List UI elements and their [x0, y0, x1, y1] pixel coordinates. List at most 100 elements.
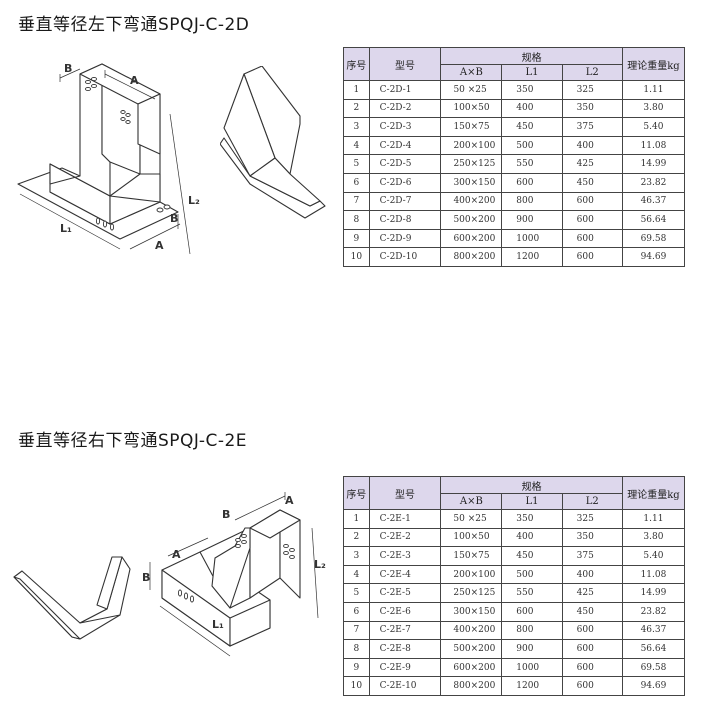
dim-label-a-top: A	[130, 74, 139, 87]
row-no: 4	[343, 564, 370, 585]
row-l2: 600	[561, 210, 623, 230]
row-no: 4	[343, 135, 370, 156]
dim-label-b-side: B	[170, 212, 178, 225]
row-no: 2	[343, 98, 370, 119]
row-no: 5	[343, 154, 370, 174]
right-bend-dimension-drawing: A B L₂ A B L₁	[142, 492, 326, 657]
dim-label-l1: L₁	[212, 618, 224, 631]
row-axb: 400×200	[440, 620, 503, 641]
row-model: C-2D-3	[368, 117, 442, 137]
header-l2: L2	[561, 64, 623, 81]
row-l1: 1200	[501, 676, 563, 696]
row-weight: 1.11	[621, 509, 686, 529]
row-l1: 800	[501, 620, 563, 641]
row-no: 9	[343, 657, 370, 678]
row-axb: 250×125	[440, 154, 503, 174]
dim-label-b-left: B	[142, 571, 150, 584]
row-no: 1	[343, 509, 370, 529]
row-model: C-2E-7	[368, 620, 442, 641]
row-weight: 3.80	[621, 527, 686, 548]
row-no: 7	[343, 191, 370, 212]
row-axb: 100×50	[440, 527, 503, 548]
row-l1: 400	[501, 527, 563, 548]
header-l1: L1	[501, 64, 563, 81]
row-l1: 1000	[501, 657, 563, 678]
row-axb: 150×75	[440, 546, 503, 566]
header-no: 序号	[343, 476, 370, 510]
row-no: 2	[343, 527, 370, 548]
row-axb: 200×100	[440, 564, 503, 585]
row-model: C-2E-9	[368, 657, 442, 678]
row-weight: 46.37	[621, 620, 686, 641]
row-weight: 69.58	[621, 657, 686, 678]
row-model: C-2E-10	[368, 676, 442, 696]
row-weight: 94.69	[621, 676, 686, 696]
row-axb: 50 ×25	[440, 509, 503, 529]
row-model: C-2E-2	[368, 527, 442, 548]
row-axb: 250×125	[440, 583, 503, 603]
dim-label-l2: L₂	[188, 194, 200, 207]
row-weight: 14.99	[621, 154, 686, 174]
row-l1: 500	[501, 135, 563, 156]
row-no: 10	[343, 247, 370, 267]
row-l1: 600	[501, 172, 563, 193]
row-model: C-2D-5	[368, 154, 442, 174]
row-axb: 800×200	[440, 247, 503, 267]
header-spec: 规格	[440, 476, 623, 494]
row-axb: 600×200	[440, 228, 503, 249]
row-model: C-2D-7	[368, 191, 442, 212]
row-axb: 500×200	[440, 210, 503, 230]
row-model: C-2E-1	[368, 509, 442, 529]
row-weight: 56.64	[621, 210, 686, 230]
row-axb: 500×200	[440, 639, 503, 659]
row-l2: 350	[561, 527, 623, 548]
dim-label-l1: L₁	[60, 222, 72, 235]
row-no: 8	[343, 639, 370, 659]
row-l2: 400	[561, 135, 623, 156]
left-bend-dimension-drawing: B A L₂ B A L₁	[17, 62, 200, 255]
row-model: C-2E-3	[368, 546, 442, 566]
row-l2: 400	[561, 564, 623, 585]
row-model: C-2D-10	[368, 247, 442, 267]
row-l1: 1200	[501, 247, 563, 267]
row-no: 7	[343, 620, 370, 641]
row-weight: 3.80	[621, 98, 686, 119]
row-no: 3	[343, 117, 370, 137]
row-axb: 400×200	[440, 191, 503, 212]
row-l2: 375	[561, 546, 623, 566]
row-l2: 600	[561, 191, 623, 212]
row-l2: 450	[561, 601, 623, 622]
row-model: C-2E-8	[368, 639, 442, 659]
row-weight: 14.99	[621, 583, 686, 603]
row-axb: 300×150	[440, 172, 503, 193]
row-no: 9	[343, 228, 370, 249]
row-weight: 56.64	[621, 639, 686, 659]
row-l1: 1000	[501, 228, 563, 249]
row-axb: 150×75	[440, 117, 503, 137]
row-l2: 325	[561, 509, 623, 529]
section-title-right-bend: 垂直等径右下弯通SPQJ-C-2E	[18, 431, 248, 451]
dim-label-a-top: A	[285, 494, 294, 507]
row-no: 8	[343, 210, 370, 230]
row-axb: 100×50	[440, 98, 503, 119]
row-no: 3	[343, 546, 370, 566]
row-l2: 600	[561, 657, 623, 678]
row-l1: 450	[501, 117, 563, 137]
header-model: 型号	[368, 476, 442, 510]
row-l1: 350	[501, 509, 563, 529]
row-l2: 600	[561, 228, 623, 249]
header-weight: 理论重量kg	[621, 476, 686, 510]
